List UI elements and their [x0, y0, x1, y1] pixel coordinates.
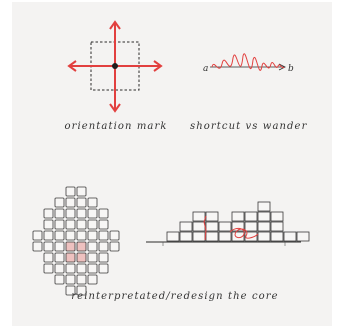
histogram-block [180, 222, 192, 231]
point-b-label: b [288, 64, 294, 74]
grid-cell [88, 242, 97, 251]
grid-cell [99, 220, 108, 229]
shortcut-vs-wander-panel: a b [203, 54, 294, 74]
arrow-right-icon [115, 61, 161, 71]
grid-cell [88, 275, 97, 284]
grid-cell [33, 231, 42, 240]
grid-cell [88, 231, 97, 240]
grid-cell [99, 253, 108, 262]
highlighted-grid-cell [77, 253, 86, 262]
histogram-block [206, 232, 218, 241]
histogram-block [180, 232, 192, 241]
grid-cell [110, 231, 119, 240]
grid-cell [66, 275, 75, 284]
grid-cell [55, 231, 64, 240]
highlighted-grid-cell [66, 242, 75, 251]
histogram-block [206, 212, 218, 221]
grid-cell [88, 198, 97, 207]
histogram-block [193, 212, 205, 221]
arrow-left-icon [69, 61, 115, 71]
histogram-bars [167, 202, 309, 241]
arrow-down-icon [110, 66, 120, 111]
histogram-block [258, 212, 270, 221]
histogram-block [193, 232, 205, 241]
histogram-block [258, 222, 270, 231]
histogram-block [219, 222, 231, 231]
grid-cell [55, 242, 64, 251]
diamond-grid [33, 187, 119, 295]
histogram-panel [146, 202, 309, 246]
histogram-block [232, 212, 244, 221]
histogram-block [271, 232, 283, 241]
grid-cell [110, 242, 119, 251]
grid-cell [77, 198, 86, 207]
grid-cell [77, 209, 86, 218]
histogram-block [258, 232, 270, 241]
grid-cell [44, 209, 53, 218]
grid-cell [66, 209, 75, 218]
grid-cell [66, 231, 75, 240]
histogram-block [245, 212, 257, 221]
grid-cell [88, 253, 97, 262]
grid-cell [66, 198, 75, 207]
caption-redesign-core: reinterpretated/redesign the core [60, 291, 290, 302]
grid-cell [66, 187, 75, 196]
histogram-block [245, 222, 257, 231]
caption-orientation-mark: orientation mark [58, 121, 174, 132]
grid-cell [55, 275, 64, 284]
grid-cell [77, 187, 86, 196]
grid-cell [44, 231, 53, 240]
histogram-block [219, 232, 231, 241]
grid-cell [33, 242, 42, 251]
center-dot-icon [112, 63, 118, 69]
wander-path [212, 54, 284, 71]
grid-cell [99, 209, 108, 218]
grid-cell [77, 264, 86, 273]
histogram-block [271, 212, 283, 221]
grid-cell [88, 264, 97, 273]
grid-cell [55, 209, 64, 218]
grid-cell [55, 253, 64, 262]
grid-cell [88, 220, 97, 229]
histogram-block [193, 222, 205, 231]
grid-cell [77, 220, 86, 229]
point-a-label: a [203, 64, 208, 74]
grid-cell [66, 220, 75, 229]
grid-cell [44, 253, 53, 262]
caption-shortcut-vs-wander: shortcut vs wander [190, 121, 306, 132]
grid-cell [99, 242, 108, 251]
grid-cell [77, 231, 86, 240]
orientation-mark-panel [69, 22, 161, 111]
histogram-block [206, 222, 218, 231]
grid-cell [88, 209, 97, 218]
grid-cell [55, 220, 64, 229]
grid-cell [77, 275, 86, 284]
grid-cell [99, 231, 108, 240]
arrow-up-icon [110, 22, 120, 66]
grid-cell [44, 264, 53, 273]
histogram-block [167, 232, 179, 241]
grid-cell [66, 264, 75, 273]
grid-cell [44, 220, 53, 229]
highlighted-grid-cell [77, 242, 86, 251]
histogram-block [258, 202, 270, 211]
histogram-block [271, 222, 283, 231]
grid-cell [44, 242, 53, 251]
highlighted-grid-cell [66, 253, 75, 262]
grid-cell [55, 198, 64, 207]
grid-cell [99, 264, 108, 273]
histogram-block [284, 232, 296, 241]
grid-cell [55, 264, 64, 273]
histogram-block [297, 232, 309, 241]
